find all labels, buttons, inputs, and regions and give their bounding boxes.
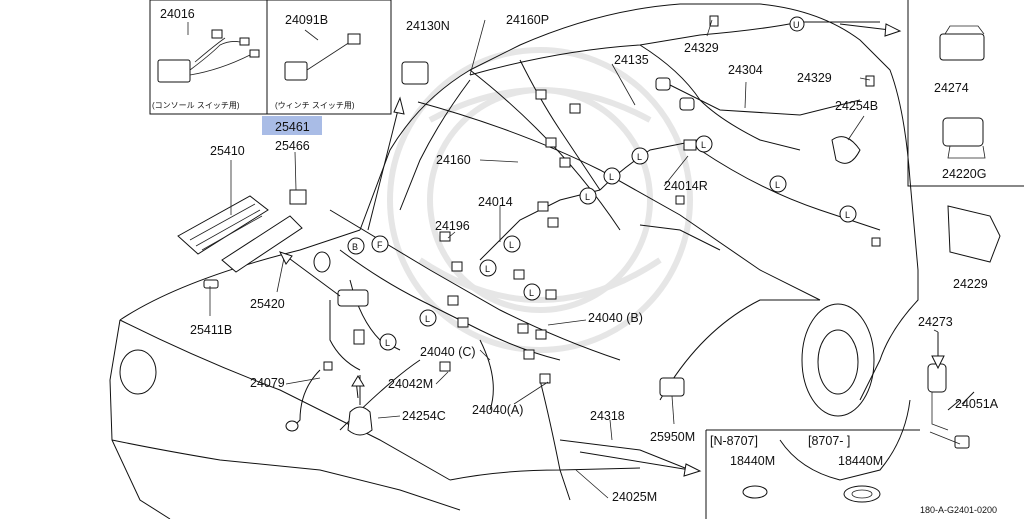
reference-code: 180-A-G2401-0200 xyxy=(920,505,997,515)
highlight-box xyxy=(262,116,322,135)
label-24254c: 24254C xyxy=(402,409,446,423)
label-24274: 24274 xyxy=(934,81,969,95)
caption-console-switch: (コンソール スイッチ用) xyxy=(152,101,240,110)
label-24229: 24229 xyxy=(953,277,988,291)
label-25466: 25466 xyxy=(275,139,310,153)
label-24220g: 24220G xyxy=(942,167,986,181)
clip-marker-l: L xyxy=(631,147,649,165)
clip-marker-l: L xyxy=(523,283,541,301)
svg-text:L: L xyxy=(637,152,642,162)
svg-text:L: L xyxy=(385,338,390,348)
clip-marker-l: L xyxy=(695,135,713,153)
label-25950m: 25950M xyxy=(650,430,695,444)
clip-marker-b: B xyxy=(347,237,365,255)
bracket-24229 xyxy=(947,205,1001,263)
svg-text:L: L xyxy=(701,140,706,150)
highlighted-part-25461[interactable]: 25461 xyxy=(262,116,322,135)
svg-text:L: L xyxy=(529,288,534,298)
svg-text:L: L xyxy=(775,180,780,190)
label-24014r: 24014R xyxy=(664,179,708,193)
grommet-variants-box: [N-8707] [8707- ] 18440M 18440M xyxy=(705,429,920,519)
svg-text:U: U xyxy=(793,20,800,30)
label-24160: 24160 xyxy=(436,153,471,167)
label-24130n: 24130N xyxy=(406,19,450,33)
label-24079: 24079 xyxy=(250,376,285,390)
clip-marker-l: L xyxy=(769,175,787,193)
label-24040a: 24040(A) xyxy=(472,403,523,417)
inset-box-relays: 24274 24220G xyxy=(907,0,1024,187)
label-24051a: 24051A xyxy=(955,397,999,411)
svg-text:L: L xyxy=(509,240,514,250)
clip-marker-u: U xyxy=(789,16,805,32)
label-24042m: 24042M xyxy=(388,377,433,391)
svg-text:B: B xyxy=(352,242,358,252)
clip-marker-f: F xyxy=(371,235,389,253)
label-24254b: 24254B xyxy=(835,99,878,113)
label-25461: 25461 xyxy=(275,120,310,134)
clip-marker-l: L xyxy=(503,235,521,253)
direction-arrows xyxy=(279,23,975,477)
door-switch-24273 xyxy=(927,332,970,449)
label-24196: 24196 xyxy=(435,219,470,233)
label-18440m-before: 18440M xyxy=(730,454,775,468)
clip-marker-l: L xyxy=(603,167,621,185)
label-24025m: 24025M xyxy=(612,490,657,504)
clip-marker-l: L xyxy=(579,187,597,205)
inset-box-window-switch: 24091B (ウィンチ スイッチ用) xyxy=(266,0,392,115)
label-24304: 24304 xyxy=(728,63,763,77)
label-24318: 24318 xyxy=(590,409,625,423)
label-24016: 24016 xyxy=(160,7,195,21)
label-24273: 24273 xyxy=(918,315,953,329)
part-labels: 24130N 24160P 24329 24135 24304 24329 24… xyxy=(190,13,999,504)
clip-marker-l: L xyxy=(479,259,497,277)
label-24160p: 24160P xyxy=(506,13,549,27)
inset-box-console-switch: 24016 (コンソール スイッチ用) xyxy=(149,0,268,115)
harness-connectors xyxy=(285,15,881,436)
clip-markers: U B F L L L L L L L L L L L xyxy=(347,16,857,351)
label-24091b: 24091B xyxy=(285,13,328,27)
caption-window-switch: (ウィンチ スイッチ用) xyxy=(275,101,355,110)
label-18440m-after: 18440M xyxy=(838,454,883,468)
label-24014: 24014 xyxy=(478,195,513,209)
label-24135: 24135 xyxy=(614,53,649,67)
svg-text:F: F xyxy=(377,240,383,250)
clip-marker-l: L xyxy=(419,309,437,327)
svg-text:L: L xyxy=(425,314,430,324)
svg-text:L: L xyxy=(845,210,850,220)
clip-marker-l: L xyxy=(379,333,397,351)
label-24040c: 24040 (C) xyxy=(420,345,476,359)
switch-panel-25410 xyxy=(177,195,303,289)
label-25410: 25410 xyxy=(210,144,245,158)
svg-text:L: L xyxy=(609,172,614,182)
label-24329-right: 24329 xyxy=(797,71,832,85)
leader-lines xyxy=(209,19,939,499)
label-25420: 25420 xyxy=(250,297,285,311)
label-25411b: 25411B xyxy=(190,323,232,337)
date-range-after: [8707- ] xyxy=(808,434,850,448)
date-range-before: [N-8707] xyxy=(710,434,758,448)
grommet-before xyxy=(742,485,768,499)
svg-text:L: L xyxy=(485,264,490,274)
clip-marker-l: L xyxy=(839,205,857,223)
label-24329-top: 24329 xyxy=(684,41,719,55)
label-24040b: 24040 (B) xyxy=(588,311,643,325)
svg-text:L: L xyxy=(585,192,590,202)
grommet-after xyxy=(843,485,881,503)
